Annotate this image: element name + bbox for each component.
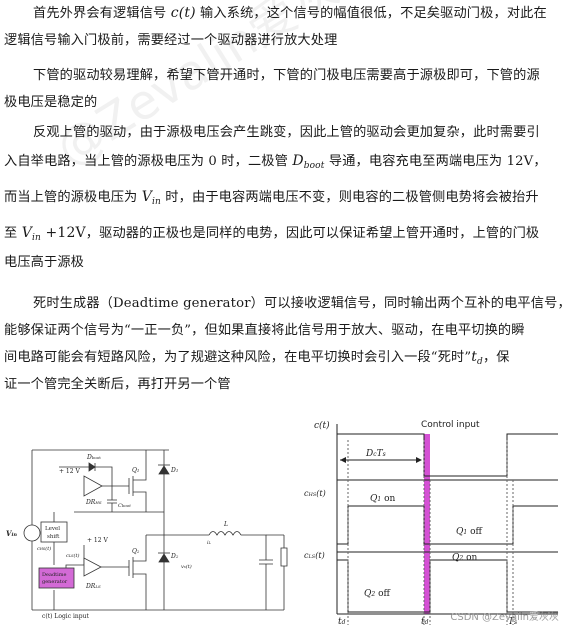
bootstrap-driver-schematic: + 12 V Dboot Q1 D1 DRHS Cboot Level shif… <box>6 449 288 620</box>
p2-line-1: 下管的驱动较易理解，希望下管开通时，下管的门极电压需要高于源极即可，下管的源 <box>33 68 540 83</box>
svg-text:D2: D2 <box>170 553 179 560</box>
svg-text:Control input: Control input <box>421 420 480 430</box>
svg-text:DRLS: DRLS <box>85 583 101 590</box>
svg-text:Q1 on: Q1 on <box>370 494 395 504</box>
deadtime-timing-diagram: c(t) Control input DcTs cHS(t) Q1 on Q1 … <box>304 420 558 627</box>
p1-line-1: 首先外界会有逻辑信号 c(t) 输入系统，这个信号的幅值很低，不足矣驱动门极，对… <box>33 5 547 21</box>
svg-text:c(t) Logic input: c(t) Logic input <box>42 613 89 620</box>
svg-text:Ts: Ts <box>508 617 517 627</box>
svg-text:L: L <box>223 521 228 528</box>
p1-line-2: 逻辑信号输入门极前，需要经过一个驱动器进行放大处理 <box>4 33 338 48</box>
svg-text:td: td <box>421 617 429 627</box>
paragraph-3: 反观上管的驱动，由于源极电压会产生跳变，因此上管的驱动会更加复杂，此时需要引 入… <box>0 119 565 276</box>
deadtime-band <box>424 434 430 614</box>
svg-text:generator: generator <box>42 579 68 585</box>
paragraph-1: 首先外界会有逻辑信号 c(t) 输入系统，这个信号的幅值很低，不足矣驱动门极，对… <box>0 0 565 54</box>
svg-text:Cboot: Cboot <box>118 503 131 509</box>
svg-text:vx(t): vx(t) <box>181 563 192 570</box>
p3-line-1: 反观上管的驱动，由于源极电压会产生跳变，因此上管的驱动会更加复杂，此时需要引 <box>33 125 540 140</box>
p3-line-4: 至 Vin +12V，驱动器的正极也是同样的电势，因此可以保证希望上管开通时，上… <box>4 225 540 243</box>
p4-line-1: 死时生成器（Deadtime generator）可以接收逻辑信号，同时输出两个… <box>33 296 565 311</box>
svg-text:cLS(t): cLS(t) <box>66 552 80 559</box>
svg-text:DRHS: DRHS <box>85 499 102 506</box>
csdn-credit: CSDN @Zevalin爱灰灰 <box>450 612 559 623</box>
paragraph-2: 下管的驱动较易理解，希望下管开通时，下管的门极电压需要高于源极即可，下管的源 极… <box>0 62 565 116</box>
svg-text:iL: iL <box>207 540 212 546</box>
svg-text:cLS(t): cLS(t) <box>304 551 325 560</box>
svg-text:cHS(t): cHS(t) <box>37 545 51 552</box>
svg-text:cHS(t): cHS(t) <box>304 489 326 498</box>
svg-text:td: td <box>338 617 346 627</box>
svg-text:Dboot: Dboot <box>86 454 101 461</box>
paragraph-4: 死时生成器（Deadtime generator）可以接收逻辑信号，同时输出两个… <box>0 290 565 398</box>
svg-text:Q2: Q2 <box>132 548 140 555</box>
svg-text:Q2 on: Q2 on <box>452 553 477 563</box>
svg-text:+ 12 V: + 12 V <box>59 468 80 475</box>
p3-line-3: 而当上管的源极电压为 Vin 时，由于电容两端电压不变，则电容的二极管侧电势将会… <box>4 189 539 207</box>
p4-line-2: 能够保证两个信号为“一正一负”，但如果直接将此信号用于放大、驱动，在电平切换的瞬 <box>4 323 525 338</box>
svg-text:Vin: Vin <box>6 529 17 538</box>
svg-text:DcTs: DcTs <box>365 449 386 459</box>
svg-text:shift: shift <box>47 534 60 540</box>
svg-text:Q2 off: Q2 off <box>364 589 390 599</box>
p2-line-2: 极电压是稳定的 <box>4 95 98 110</box>
svg-text:Q1: Q1 <box>132 467 139 474</box>
svg-text:D1: D1 <box>170 467 178 474</box>
svg-text:Q1 off: Q1 off <box>456 527 482 537</box>
svg-text:Deadtime: Deadtime <box>42 572 66 578</box>
p3-line-2: 入自举电路，当上管的源极电压为 0 时，二极管 Dboot 导通，电容充电至两端… <box>4 153 547 171</box>
svg-text:Level: Level <box>45 526 60 532</box>
p4-line-4: 证一个管完全关断后，再打开另一个管 <box>4 377 231 392</box>
deadtime-generator-box <box>38 567 75 589</box>
svg-text:c(t): c(t) <box>314 420 330 431</box>
p4-line-3: 间电路可能会有短路风险，为了规避这种风险，在电平切换时会引入一段“死时”td，保 <box>4 349 510 367</box>
svg-text:+ 12 V: + 12 V <box>87 537 108 544</box>
p3-line-5: 电压高于源极 <box>4 255 85 270</box>
